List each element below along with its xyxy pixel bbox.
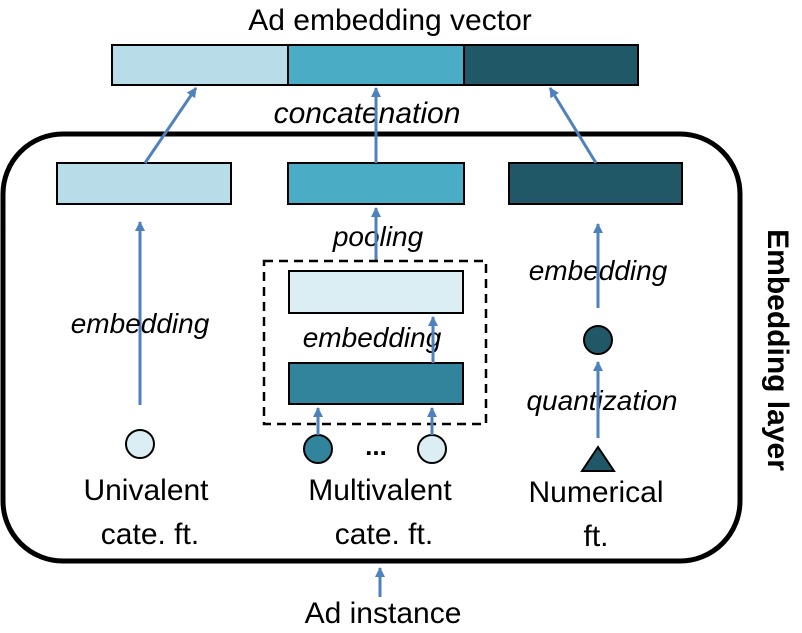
- arrow-numerical-to-vector: [548, 87, 598, 164]
- ad-embedding-vector: [111, 44, 639, 86]
- multivalent-feature-circle-dark-icon: [303, 434, 333, 464]
- multivalent-onehot-vectors: [288, 362, 464, 405]
- vector-segment-multivalent: [287, 44, 465, 86]
- univalent-embedding-label: embedding: [71, 308, 210, 339]
- multivalent-embedding-label: embedding: [303, 322, 442, 353]
- univalent-feature-label-line1: Univalent: [83, 474, 209, 507]
- vector-segment-univalent: [111, 44, 289, 86]
- multivalent-feature-label-line2: cate. ft.: [335, 518, 433, 551]
- numerical-feature-label-line2: ft.: [583, 520, 608, 553]
- univalent-embedding-vector: [56, 162, 232, 205]
- ellipsis-label: ...: [365, 431, 387, 461]
- numerical-feature-triangle-icon: [580, 445, 616, 472]
- embedding-layer-label: Embedding layer: [761, 229, 794, 471]
- ad-instance-label: Ad instance: [305, 597, 462, 630]
- title: Ad embedding vector: [248, 4, 532, 37]
- univalent-feature-label-line2: cate. ft.: [101, 518, 199, 551]
- multivalent-feature-circle-light-icon: [417, 434, 447, 464]
- multivalent-feature-label-line1: Multivalent: [308, 474, 452, 507]
- multivalent-embedding-vectors: [288, 270, 464, 314]
- concatenation-label: concatenation: [274, 97, 461, 130]
- vector-segment-numerical: [463, 44, 639, 86]
- numerical-embedding-vector: [508, 162, 683, 205]
- numerical-quantized-circle-icon: [583, 325, 613, 355]
- embedding-layer-box: [0, 131, 743, 564]
- pooling-label: pooling: [332, 221, 424, 252]
- quantization-label: quantization: [526, 385, 677, 416]
- univalent-feature-circle-icon: [125, 429, 155, 459]
- numerical-feature-label-line1: Numerical: [528, 476, 663, 509]
- arrow-univalent-to-vector: [143, 87, 198, 164]
- multivalent-dashed-group: [262, 259, 488, 426]
- multivalent-pooled-vector: [287, 162, 465, 205]
